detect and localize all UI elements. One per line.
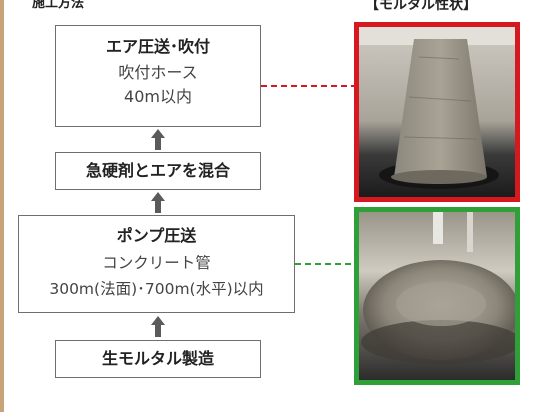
step-title: 生モルタル製造 [101,349,214,368]
step-detail: 300m(法面)･700m(水平)以内 [49,280,264,298]
step-title: エア圧送･吹付 [105,37,210,56]
mortar-properties-heading: 【モルタル性状】 [365,0,477,13]
photo-mortar-cone [354,22,520,202]
step-air-spray: エア圧送･吹付 吹付ホース 40m以内 [55,25,261,127]
connector-red-dashed [261,85,355,87]
mortar-cone-image [359,27,515,197]
step-detail: 40m以内 [124,87,192,106]
up-arrow-icon [151,192,165,213]
step-title: 急硬剤とエアを混合 [85,161,230,180]
step-title: ポンプ圧送 [116,226,197,245]
section-heading: 施工方法 [32,0,85,11]
step-detail: 吹付ホース [118,63,198,82]
step-detail: コンクリート管 [102,254,211,272]
connector-green-dashed [295,263,355,265]
step-mix-accelerator: 急硬剤とエアを混合 [55,152,261,190]
up-arrow-icon [151,129,165,150]
left-rule [0,0,4,412]
step-pump-transfer: ポンプ圧送 コンクリート管 300m(法面)･700m(水平)以内 [18,215,295,313]
up-arrow-icon [151,316,165,337]
mortar-spread-image [359,212,515,380]
photo-mortar-spread [354,207,520,385]
step-mortar-production: 生モルタル製造 [55,340,261,378]
